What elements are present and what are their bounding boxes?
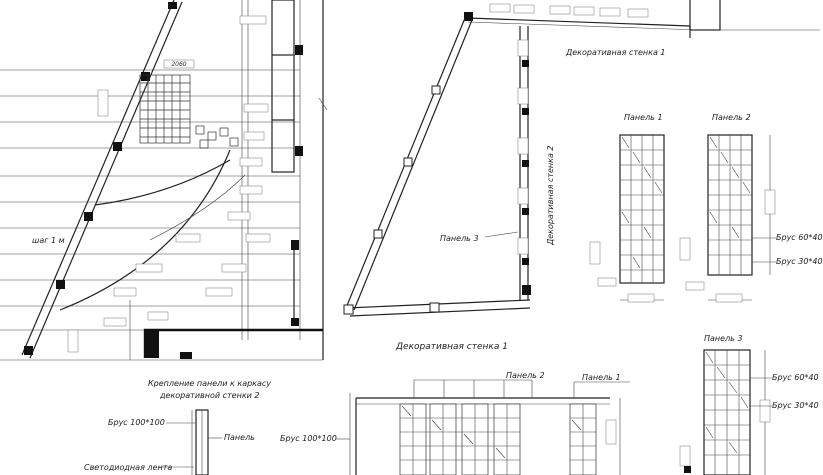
- panel3-pointer-label: Панель 3: [440, 234, 479, 243]
- panel1-title: Панель 1: [624, 113, 663, 122]
- elevation-lattice-grid: [400, 404, 596, 475]
- beam-60-p2: Брус 60*40: [776, 233, 823, 242]
- panel2-elev-label: Панель 2: [506, 371, 545, 380]
- panel-2-drawing: Панель 2 Брус 60*40 Брус 30*40: [679, 113, 823, 303]
- wall1-bottom-label: Декоративная стенка 1: [395, 342, 508, 352]
- panel3-grid: [704, 350, 750, 475]
- beam-100-label: Брус 100*100: [108, 418, 165, 427]
- beam-30-p2: Брус 30*40: [776, 257, 823, 266]
- top-dimensions: [489, 3, 649, 18]
- arc-line-1: [94, 159, 231, 206]
- panel-1-drawing: Панель 1: [589, 113, 665, 303]
- panel-3-drawing: Панель 3 Брус 60*40 Брус 30*40: [679, 334, 819, 475]
- beam-60-p3: Брус 60*40: [772, 373, 819, 382]
- beam-100-elev-label: Брус 100*100: [280, 434, 337, 443]
- beam-30-p3: Брус 30*40: [772, 401, 819, 410]
- middle-plan: Декоративная стенка 1 Декоративная стенк…: [343, 0, 820, 352]
- mount-title-1: Крепление панели к каркасу: [148, 379, 271, 388]
- panel-word-label: Панель: [224, 433, 255, 442]
- elevation-lattice: [399, 403, 597, 475]
- led-strip-label: Светодиодная лента: [84, 463, 172, 472]
- plan-dimensions: 2060: [67, 15, 271, 353]
- svg-text:2060: 2060: [171, 61, 186, 68]
- arc-line-2: [59, 149, 231, 311]
- plan-lattice: [139, 74, 239, 149]
- step-label: шаг 1 м: [32, 236, 65, 245]
- wall1-top-label: Декоративная стенка 1: [565, 48, 666, 57]
- wall-elevation: Панель 2 Панель 1 Брус 100*100: [280, 371, 630, 475]
- panel2-grid: [708, 135, 752, 275]
- mounting-detail: Крепление панели к каркасу декоративной …: [84, 379, 271, 475]
- wall2-label: Декоративная стенка 2: [546, 145, 555, 246]
- panel1-grid: [620, 135, 664, 283]
- wall2-dimensions: [517, 39, 529, 255]
- step-lines: [0, 69, 300, 331]
- diagonal-beam: [21, 0, 183, 359]
- panel2-title: Панель 2: [712, 113, 751, 122]
- panel3-title: Панель 3: [704, 334, 743, 343]
- mount-title-2: декоративной стенки 2: [159, 391, 259, 400]
- plan-wall: [271, 0, 295, 325]
- left-plan: 2060 шаг 1 м: [0, 0, 328, 361]
- panel1-elev-label: Панель 1: [582, 373, 621, 382]
